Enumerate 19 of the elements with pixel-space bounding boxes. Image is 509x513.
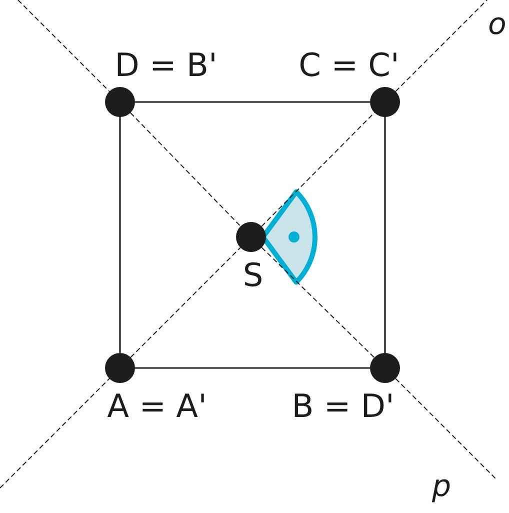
- dashed-line: [130, 247, 241, 358]
- point-label: C = C': [298, 47, 400, 83]
- line: [119, 117, 121, 353]
- point-label: D = B': [114, 47, 218, 83]
- axis-name: p: [432, 470, 452, 504]
- dashed-line: [395, 0, 488, 92]
- dashed-line: [0, 378, 110, 488]
- point-label: S: [242, 257, 264, 293]
- dashed-line: [395, 378, 498, 480]
- dashed-line: [18, 0, 110, 92]
- dashed-line: [261, 112, 375, 227]
- point-label: A = A': [107, 388, 207, 424]
- point-label: B = D': [292, 388, 394, 424]
- line: [384, 117, 386, 353]
- dashed-line: [130, 112, 242, 227]
- line: [135, 101, 370, 103]
- line: [135, 367, 370, 369]
- dashed-line: [261, 246, 375, 358]
- axis-name: o: [488, 8, 506, 42]
